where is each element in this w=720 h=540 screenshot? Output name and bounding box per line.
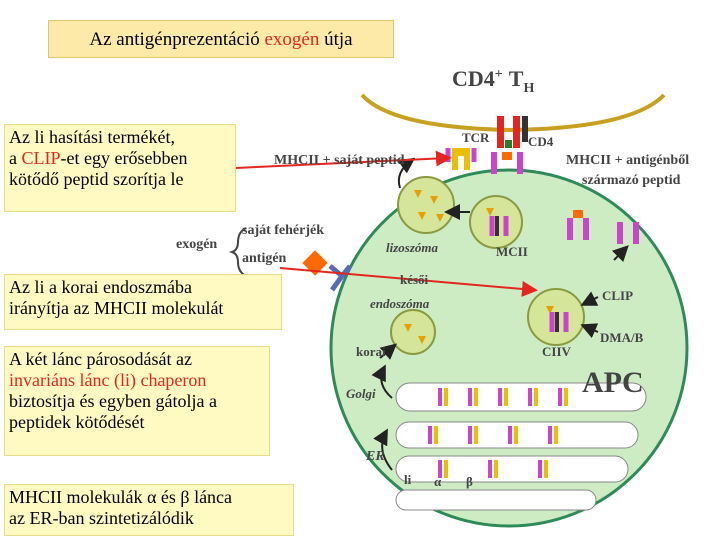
mhc-antigen-label-2: származó peptid — [582, 173, 681, 188]
golgi-stack-1 — [395, 382, 647, 412]
self-protein-label: saját fehérjék — [242, 223, 324, 238]
er-stack-2 — [395, 455, 629, 483]
endoszoma-label: endoszóma — [370, 296, 430, 311]
note-er-synthesis: MHCII molekulák α és β lánca az ER-ban s… — [4, 484, 294, 536]
cd4-receptor-label: CD4 — [528, 134, 554, 149]
peptide-fragments — [404, 190, 554, 344]
tcr-label: TCR — [462, 130, 490, 145]
arrow-dma — [580, 323, 599, 339]
alpha-label: α — [434, 474, 442, 489]
antigen-square — [302, 250, 328, 276]
mhc-antigen-right — [567, 210, 589, 240]
mhc-antigen-peptide-membrane — [491, 152, 523, 174]
page-title: Az antigénprezentáció exogén útja — [48, 20, 394, 58]
mhc-antigen-label-1: MHCII + antigénből — [566, 153, 689, 168]
korai-label: korai — [356, 344, 386, 359]
th-cell-membrane — [360, 93, 666, 133]
mhc-chains-golgi — [438, 388, 568, 406]
antigen-label: antigén — [242, 251, 287, 266]
tcr-receptor — [497, 116, 520, 148]
beta-label: β — [466, 474, 473, 489]
mhc-self-label: MHCII + saját peptid — [274, 153, 405, 168]
arrow-to-self-peptide — [397, 157, 416, 189]
er-stack-3 — [395, 489, 597, 511]
mhc-in-vesicle-1 — [489, 216, 509, 236]
note-invariant-chain: A két lánc párosodását az invariáns lánc… — [4, 346, 270, 456]
mhc-self-peptide-membrane — [445, 148, 477, 170]
brace — [228, 227, 247, 277]
arrow-er — [373, 428, 393, 471]
li-label: li — [404, 472, 412, 487]
lizoszoma-label: lizoszóma — [386, 240, 439, 255]
arrow-up-right — [611, 245, 629, 263]
mhc-chains-er — [428, 426, 558, 478]
lysosome-vesicle-1 — [397, 176, 455, 234]
arrow-clip — [580, 291, 599, 306]
mcii-label: MCII — [496, 244, 528, 259]
apc-label: APC — [582, 366, 644, 399]
arrow-to-early — [379, 343, 398, 360]
mhc-antigen-right-2 — [617, 222, 639, 244]
ciiv-label: CIIV — [542, 344, 572, 359]
golgi-label: Golgi — [346, 386, 376, 401]
cd4-th-label: CD4+TH — [452, 66, 534, 96]
cd4-receptor — [522, 116, 528, 142]
mhc-in-vesicle-2 — [549, 312, 569, 332]
note-clip: Az li hasítási termékét, a CLIP-et egy e… — [4, 124, 236, 212]
clip-label: CLIP — [602, 288, 633, 303]
note-endosome: Az li a korai endoszmába irányítja az MH… — [4, 274, 282, 330]
red-arrow-clip-note — [235, 150, 452, 169]
er-label: ER — [365, 449, 385, 464]
exogen-label: exogén — [176, 237, 217, 252]
dma-label: DMA/B — [600, 330, 644, 345]
kesoi-label: késői — [400, 272, 429, 287]
red-arrow-endosome-note — [279, 267, 538, 297]
early-endosome-vesicle — [390, 309, 436, 355]
receptor-y — [328, 264, 352, 292]
arrow-golgi — [371, 364, 393, 399]
